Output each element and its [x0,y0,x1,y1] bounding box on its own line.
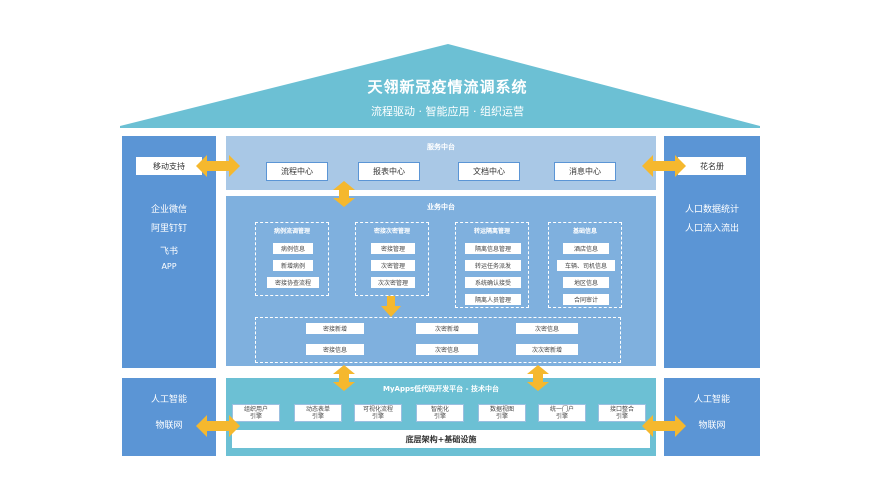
group-item[interactable]: 地区信息 [563,277,609,288]
workspace-item[interactable]: 密接新增 [306,323,364,334]
group-item[interactable]: 合同审计 [563,294,609,305]
vertical-double-arrow-icon [527,365,549,391]
left-top-item: 阿里钉钉 [150,224,187,234]
group-item[interactable]: 隔离信息管理 [465,243,521,254]
group-item[interactable]: 酒店信息 [563,243,609,254]
left-top-item: APP [161,262,177,271]
engine-item[interactable]: 可视化流程 引擎 [354,404,402,422]
service-item[interactable]: 消息中心 [554,162,616,181]
workspace-item[interactable]: 次次密新增 [516,344,578,355]
group-item[interactable]: 次次密管理 [371,277,415,288]
infrastructure-bar: 底层架构+基础设施 [232,430,650,448]
group-item[interactable]: 车辆、司机信息 [557,260,615,271]
double-arrow-icon [642,415,686,437]
double-arrow-icon [642,155,686,177]
double-arrow-icon [196,415,240,437]
group-item[interactable]: 转运任务派发 [465,260,521,271]
business-center-panel: 业务中台 病例流调管理 病例信息 新增病例 密接协查流程 密接次密管理 密接管理… [226,196,656,366]
service-item[interactable]: 流程中心 [266,162,328,181]
tech-center-title: MyApps低代码开发平台 - 技术中台 [383,385,499,393]
right-bottom-item: 人工智能 [693,395,730,405]
group-title: 转运隔离管理 [473,228,510,235]
workspace-item[interactable]: 次密信息 [516,323,578,334]
group-item[interactable]: 密接协查流程 [267,277,319,288]
group-transfer-isolation: 转运隔离管理 隔离信息管理 转运任务派发 系统确认接受 隔离人员管理 [455,222,529,308]
right-top-item: 人口流入流出 [684,224,739,234]
group-item[interactable]: 病例信息 [273,243,313,254]
system-subtitle: 流程驱动 · 智能应用 · 组织运营 [371,105,524,118]
service-item[interactable]: 文档中心 [458,162,520,181]
group-item[interactable]: 次密管理 [371,260,415,271]
engine-item[interactable]: 组织用户 引擎 [232,404,280,422]
left-top-item: 企业微信 [150,205,187,215]
service-item[interactable]: 报表中心 [358,162,420,181]
group-item[interactable]: 系统确认接受 [465,277,521,288]
down-arrow-icon [381,296,401,317]
group-item[interactable]: 隔离人员管理 [465,294,521,305]
engine-item[interactable]: 统一门户 引擎 [538,404,586,422]
roof-shape [120,44,760,128]
workspace-item[interactable]: 密接信息 [306,344,364,355]
group-title: 病例流调管理 [273,228,310,235]
left-top-panel: 移动支持 企业微信 阿里钉钉 飞书 APP [122,136,216,368]
group-case-tracing: 病例流调管理 病例信息 新增病例 密接协查流程 [255,222,329,296]
right-top-item: 人口数据统计 [684,205,739,215]
double-arrow-icon [196,155,240,177]
engine-item[interactable]: 数据视图 引擎 [478,404,526,422]
left-bottom-panel: 人工智能 物联网 [122,378,216,456]
service-center-title: 服务中台 [427,143,455,151]
group-item[interactable]: 密接管理 [371,243,415,254]
business-center-title: 业务中台 [427,203,455,211]
contacts-workspace: 密接新增 次密新增 次密信息 密接信息 次密信息 次次密新增 [255,317,621,363]
vertical-double-arrow-icon [333,181,355,207]
group-item[interactable]: 新增病例 [273,260,313,271]
workspace-item[interactable]: 次密信息 [416,344,478,355]
right-top-panel: 花名册 人口数据统计 人口流入流出 [664,136,760,368]
left-top-item: 飞书 [159,247,178,257]
engine-item[interactable]: 动态表单 引擎 [294,404,342,422]
group-close-contacts: 密接次密管理 密接管理 次密管理 次次密管理 [355,222,429,296]
mobile-support-box[interactable]: 移动支持 [135,156,203,176]
system-title: 天翎新冠疫情流调系统 [367,78,528,96]
engine-item[interactable]: 接口整合 引擎 [598,404,646,422]
group-basic-info: 基础信息 酒店信息 车辆、司机信息 地区信息 合同审计 [548,222,622,308]
right-bottom-item: 物联网 [698,421,726,431]
roster-box[interactable]: 花名册 [677,156,747,176]
group-title: 密接次密管理 [373,228,410,235]
left-bottom-item: 人工智能 [150,395,187,405]
engine-item[interactable]: 智能化 引擎 [416,404,464,422]
vertical-double-arrow-icon [333,365,355,391]
tech-center-panel: MyApps低代码开发平台 - 技术中台 组织用户 引擎 动态表单 引擎 可视化… [226,378,656,456]
service-center-panel: 服务中台 流程中心 报表中心 文档中心 消息中心 [226,136,656,190]
workspace-item[interactable]: 次密新增 [416,323,478,334]
group-title: 基础信息 [572,228,597,235]
left-bottom-item: 物联网 [155,421,183,431]
right-bottom-panel: 人工智能 物联网 [664,378,760,456]
